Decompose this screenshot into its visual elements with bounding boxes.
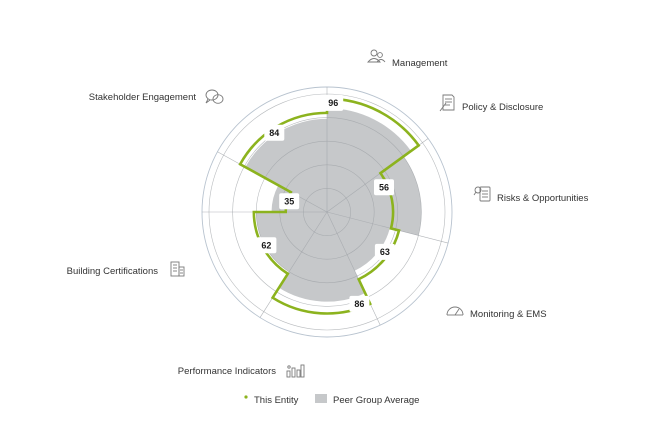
value-label-text: 62: [261, 241, 271, 251]
peer-wedge-monitoring-and-ems: [278, 212, 366, 302]
peer-wedge-performance-indicators: [256, 212, 327, 272]
value-label-box: [349, 295, 370, 312]
value-label-box: [256, 237, 277, 254]
legend-label-peer-group-average: Peer Group Average: [333, 395, 419, 406]
bar-chart-icon: [286, 364, 305, 378]
category-label-risks-and-opportunities: Risks & Opportunities: [497, 193, 589, 204]
clipboard-magnifier-icon: [473, 186, 491, 202]
value-label-text: 63: [380, 247, 390, 257]
legend-swatch-grey: [315, 394, 327, 403]
value-label-text: 86: [354, 299, 364, 309]
category-label-stakeholder-engagement: Stakeholder Engagement: [89, 92, 197, 103]
value-label-box: [264, 124, 285, 141]
legend-item-this-entity: This Entity: [244, 395, 299, 406]
value-label-stakeholder-engagement: 84: [264, 124, 285, 141]
peer-wedge-management: [327, 108, 412, 212]
document-icon: [439, 94, 455, 112]
value-label-policy-and-disclosure: 56: [374, 179, 394, 196]
people-icon: [367, 49, 386, 63]
value-label-box: [374, 243, 395, 260]
value-label-box: [323, 94, 344, 111]
value-label-performance-indicators: 62: [256, 237, 277, 254]
category-label-performance-indicators: Performance Indicators: [178, 366, 276, 377]
value-label-box: [279, 193, 300, 210]
value-label-monitoring-and-ems: 86: [349, 295, 370, 312]
legend-swatch-green: [244, 395, 248, 399]
peer-wedge-risks-and-opportunities: [327, 212, 390, 271]
value-label-text: 84: [269, 128, 279, 138]
value-label-box: [374, 179, 394, 196]
category-label-monitoring-and-ems: Monitoring & EMS: [470, 309, 547, 320]
building-icon: [170, 261, 185, 277]
legend-item-peer-group-average: Peer Group Average: [315, 394, 419, 406]
grid-spoke-5: [259, 211, 328, 318]
value-label-text: 56: [379, 183, 389, 193]
legend-label-this-entity: This Entity: [254, 395, 299, 406]
category-label-management: Management: [392, 58, 448, 69]
category-label-building-certifications: Building Certifications: [67, 266, 159, 277]
peer-wedge-stakeholder-engagement: [245, 118, 327, 212]
grid-spoke-4: [326, 211, 381, 326]
value-label-text: 96: [328, 98, 338, 108]
value-label-risks-and-opportunities: 63: [374, 243, 395, 260]
gauge-icon: [446, 306, 464, 316]
value-label-text: 35: [284, 197, 294, 207]
speech-bubbles-icon: [205, 89, 224, 104]
category-label-policy-and-disclosure: Policy & Disclosure: [462, 102, 543, 113]
entity-outline: [238, 97, 421, 315]
value-label-building-certifications: 35: [279, 193, 300, 210]
value-label-management: 96: [323, 94, 344, 111]
grid-spoke-3: [326, 211, 449, 244]
